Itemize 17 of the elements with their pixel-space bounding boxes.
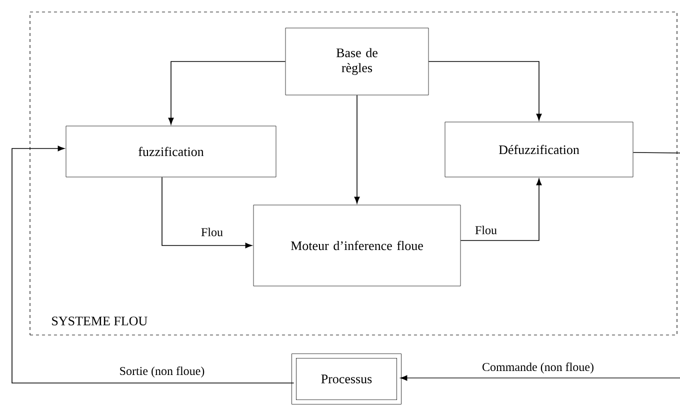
arrow [162,176,252,248]
arrow [460,178,542,241]
process-box: Base de règles [285,28,429,96]
process-box: Défuzzification [444,122,634,178]
process-block: Processus [292,354,402,404]
process-box: fuzzification [66,126,276,178]
edge-label: Commande (non floue) [481,362,595,374]
arrow [400,375,680,381]
edge-label: Flou [474,224,498,236]
process-box: Moteur d’inference floue [253,204,461,286]
arrow [12,146,294,384]
arrow [168,61,286,125]
arrow [354,94,360,204]
arrow [428,61,542,121]
boundary-label: SYSTEME FLOU [52,316,148,326]
edge-label: Sortie (non floue) [118,366,206,378]
edge-label: Flou [200,226,224,238]
